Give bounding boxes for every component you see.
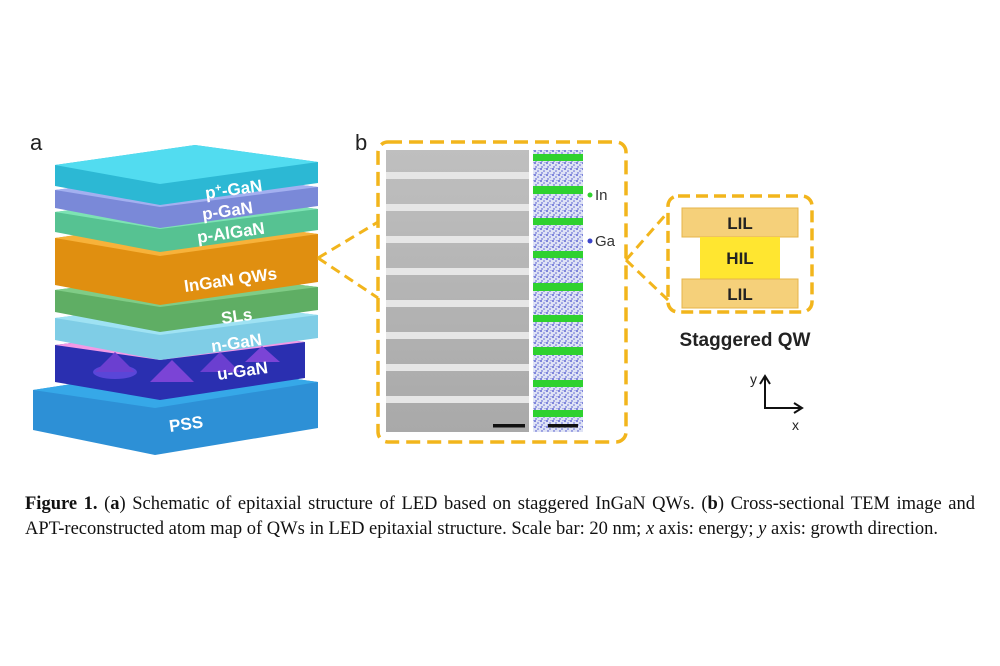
layer-label-p-plus-gan: p+-GaN: [204, 176, 264, 203]
layer-stack: PSS u-GaN n-GaN SLs InGaN: [33, 145, 318, 455]
x-axis-label: x: [792, 417, 799, 433]
tem-scale-bar: [493, 424, 525, 428]
lil-bottom-label: LIL: [727, 285, 753, 304]
legend-in: In: [595, 187, 608, 204]
layer-label-sls: SLs: [220, 305, 254, 328]
staggered-qw-title: Staggered QW: [680, 330, 811, 351]
ga-dot-icon: [587, 238, 593, 244]
tem-qw-stripes: [386, 172, 529, 403]
y-axis-label: y: [750, 371, 757, 387]
atom-legend: In Ga: [587, 187, 616, 250]
apt-scale-bar: [548, 424, 578, 428]
pss-cone: [200, 352, 240, 372]
lil-top: [681, 207, 799, 238]
apt-in-bands: [533, 154, 583, 417]
layer-p-plus-gan: p+-GaN: [55, 145, 318, 205]
panel-b-label: b: [355, 130, 367, 155]
legend-ga: Ga: [595, 233, 616, 250]
pss-cone: [150, 360, 194, 382]
staggered-qw-frame: [666, 194, 814, 314]
lil-bottom: [681, 278, 799, 309]
hil-layer: [700, 237, 780, 279]
staggered-qw-stack: LIL HIL LIL: [681, 207, 799, 309]
y-arrow-icon: [759, 374, 771, 385]
tem-image: [386, 150, 529, 432]
x-arrow-icon: [793, 402, 804, 414]
lil-top-label: LIL: [727, 214, 753, 233]
in-dot-icon: [587, 192, 593, 198]
pss-cone: [245, 346, 280, 362]
panel-a-label: a: [30, 130, 43, 155]
caption-figure-label: Figure 1.: [25, 494, 98, 514]
connector-a-to-b: [317, 220, 379, 300]
connector-b-to-qw: [624, 211, 670, 302]
tem-background: [386, 150, 529, 432]
layer-label-pss: PSS: [168, 412, 204, 436]
xy-axes-indicator: [759, 374, 804, 414]
panel-b-frame: [376, 140, 628, 444]
figure-caption: Figure 1. (a) Schematic of epitaxial str…: [25, 494, 975, 539]
apt-atom-map: [533, 150, 583, 432]
hil-label: HIL: [726, 249, 753, 268]
pss-cone: [95, 352, 135, 372]
